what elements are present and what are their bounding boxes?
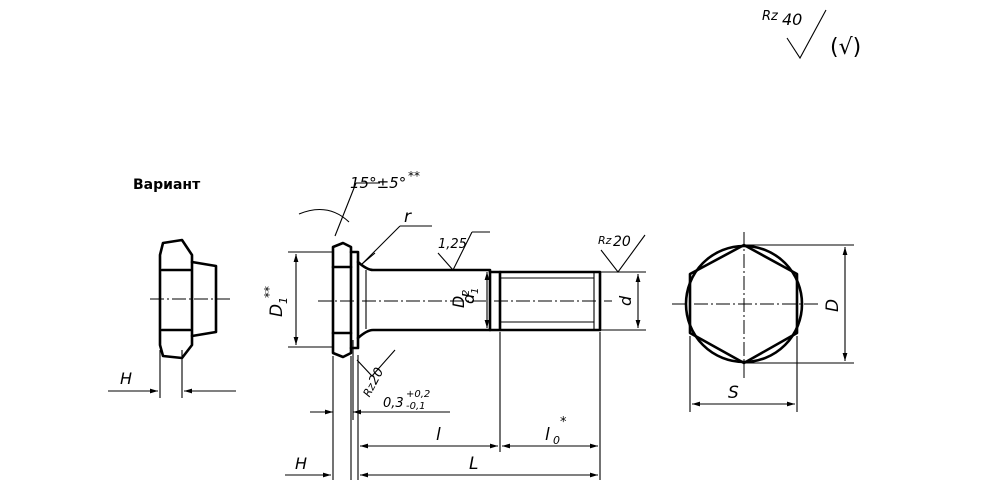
- dim-d1: d: [459, 293, 478, 304]
- dim-l: l: [436, 425, 441, 445]
- roughness-thread-value: 20: [613, 234, 631, 250]
- angle-tolerance: 15°±5°: [350, 174, 406, 192]
- variant-head-view: H: [108, 238, 236, 398]
- dim-l0: l: [545, 425, 550, 445]
- general-roughness-mark: Rz 40 (√): [762, 9, 861, 60]
- roughness-under-head-symbol: Rz: [361, 381, 379, 399]
- roughness-shank-value: 1,25: [438, 237, 467, 252]
- dim-r: r: [404, 207, 412, 227]
- dim-d1-sub: 1: [470, 288, 481, 294]
- dim-l0-sub: 0: [553, 434, 560, 447]
- dim-D1: D: [267, 304, 287, 317]
- variant-dim-H: H: [120, 369, 132, 388]
- dim-S: S: [728, 383, 739, 403]
- angle-tolerance-stars: **: [408, 169, 420, 183]
- dim-D: D: [823, 299, 843, 312]
- dim-D2-sub: 2: [461, 290, 472, 296]
- dim-D2: D: [449, 296, 468, 308]
- dim-D1-stars: **: [262, 286, 276, 298]
- dim-H: H: [295, 454, 307, 473]
- fillet-tolerance-base: 0,3: [383, 396, 404, 411]
- fillet-tolerance-upper: +0,2: [406, 389, 430, 400]
- bolt-side-view: [318, 241, 612, 359]
- roughness-thread-symbol: Rz: [598, 234, 612, 247]
- dim-D1-sub: 1: [277, 297, 290, 304]
- variant-label: Вариант: [133, 177, 201, 193]
- dim-l0-star: *: [560, 415, 567, 430]
- dim-d: d: [616, 295, 635, 306]
- fillet-tolerance-lower: -0,1: [406, 401, 426, 412]
- roughness-check-icon: [786, 9, 827, 60]
- roughness-value: 40: [782, 10, 802, 29]
- roughness-bracket-mark: (√): [830, 35, 861, 60]
- bolt-dimensions: D 1 ** D 2 d 1 d r 15°±5°: [262, 169, 646, 480]
- roughness-symbol: Rz: [762, 9, 779, 24]
- roughness-under-head-value: 20: [366, 365, 387, 387]
- bolt-end-view: D S: [672, 232, 854, 412]
- dim-L: L: [469, 454, 478, 474]
